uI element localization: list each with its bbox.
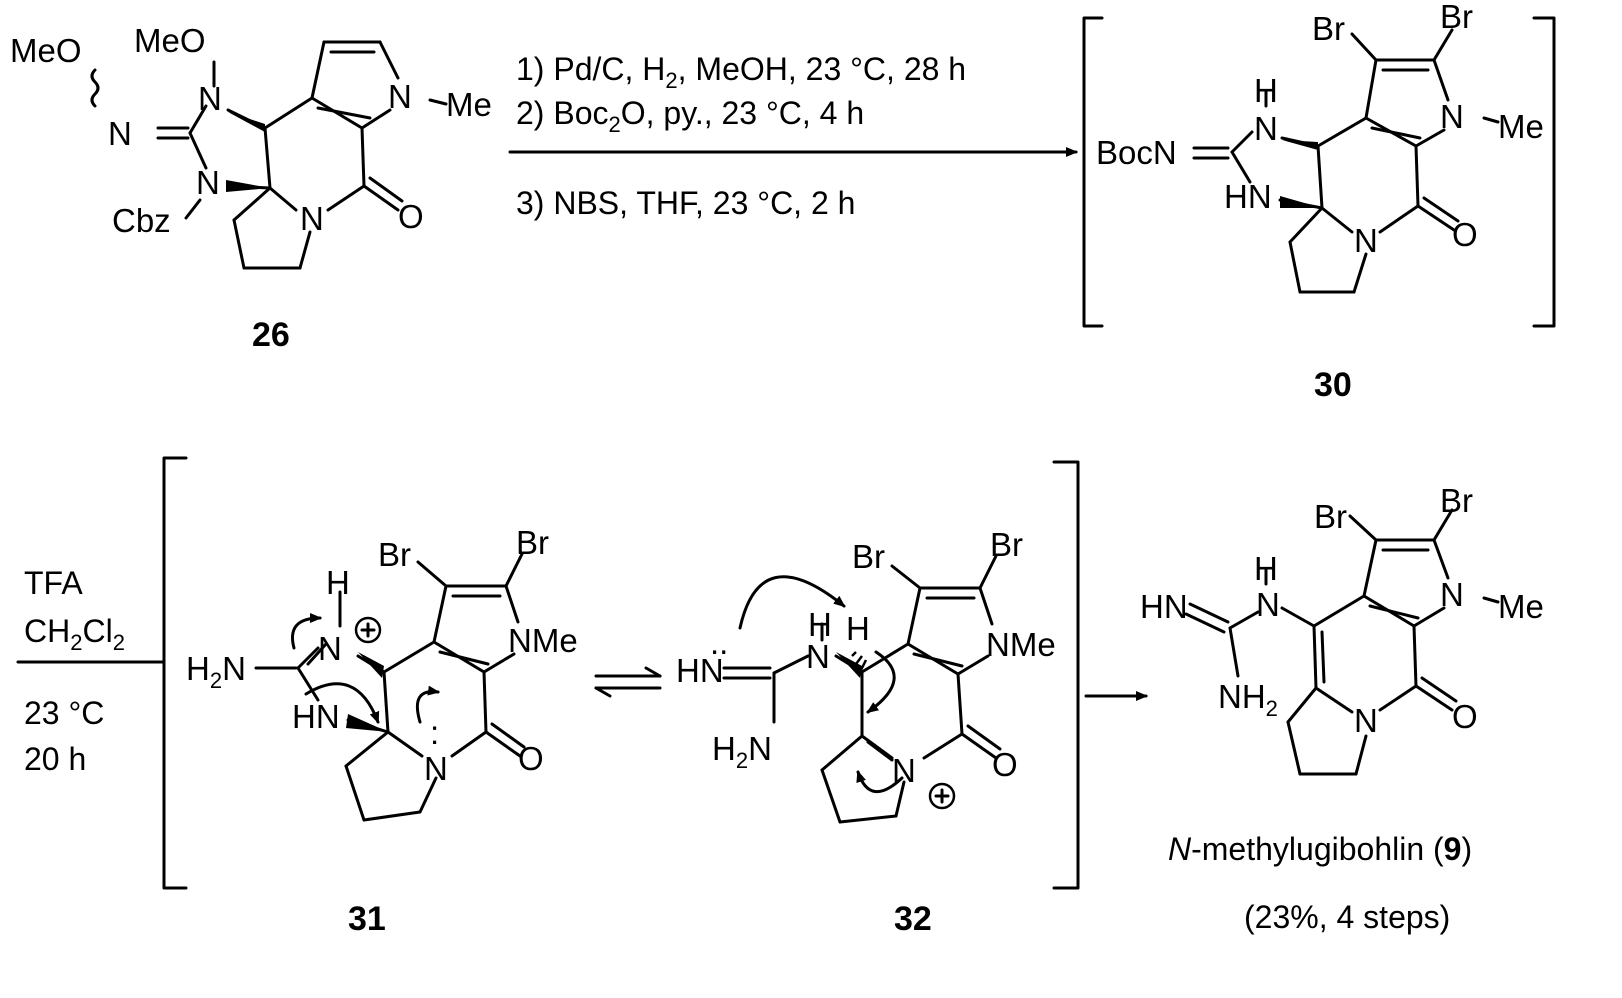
atom-label: BocN (1096, 134, 1177, 171)
atom-label: Cbz (112, 202, 171, 239)
atom-label: N (1254, 110, 1278, 147)
atom-label: N (388, 78, 412, 115)
atom-label: Br (1314, 498, 1347, 535)
atom-label: H (846, 610, 870, 647)
atom-label: Me (1498, 108, 1544, 145)
atom-label: N (196, 164, 220, 201)
atom-label: H2N (712, 730, 772, 773)
atom-label: N (806, 638, 830, 675)
atom-label: N (892, 752, 916, 789)
condition-time: 20 h (24, 741, 86, 777)
atom-label: Br (990, 526, 1023, 563)
reagent-solvent: CH2Cl2 (24, 613, 125, 655)
atom-label: NMe (508, 622, 578, 659)
atom-label: H (326, 564, 350, 601)
atom-label: Br (378, 536, 411, 573)
arrow-pushing-31 (291, 613, 440, 724)
atom-label: Me (1498, 588, 1544, 625)
atom-label: O (1452, 698, 1478, 735)
reaction-conditions-2: TFA CH2Cl2 23 °C 20 h (16, 565, 166, 777)
atom-label: H (1254, 550, 1278, 587)
atom-label: NH2 (1218, 678, 1278, 721)
atom-label: Br (516, 524, 549, 561)
compound-32: Br Br .. HN H N H H2N NMe N O 32 (676, 526, 1056, 938)
compound-9-bonds (1184, 508, 1500, 776)
atom-label: N (1354, 702, 1378, 739)
atom-label: N (1440, 98, 1464, 135)
positive-charge-icon (928, 782, 956, 810)
atom-label: O (992, 746, 1018, 783)
atom-label: HN (1140, 588, 1188, 625)
atom-label: Br (1312, 10, 1345, 47)
arrow-pushing-32 (738, 575, 904, 794)
atom-label: Me (446, 86, 492, 123)
atom-label: N (424, 750, 448, 787)
lone-pair: .. (710, 624, 728, 661)
atom-label: N (1354, 222, 1378, 259)
atom-label: Br (852, 538, 885, 575)
atom-label: O (1452, 216, 1478, 253)
compound-name: N-methylugibohlin (9) (1168, 831, 1472, 867)
atom-label: MeO (134, 22, 206, 59)
atom-label: N (300, 200, 324, 237)
lone-pair: : (430, 714, 439, 751)
compound-number: 30 (1314, 366, 1352, 404)
atom-label: O (398, 198, 424, 235)
atom-label: H (1254, 72, 1278, 109)
compound-26-bonds (90, 40, 448, 270)
atom-label: H2N (186, 650, 246, 693)
atom-label: H (808, 606, 832, 643)
atom-label: HN (1224, 178, 1272, 215)
equilibrium-arrow (594, 666, 662, 698)
atom-label: N (1256, 586, 1280, 623)
compound-30: Br Br H N BocN HN N Me N O 30 (1082, 0, 1556, 404)
yield-label: (23%, 4 steps) (1244, 899, 1450, 935)
condition-line-2: 2) Boc2O, py., 23 °C, 4 h (516, 95, 864, 137)
atom-label: HN (292, 698, 340, 735)
bracket-31-32 (162, 456, 1080, 890)
compound-number: 32 (894, 900, 932, 938)
atom-label: MeO (10, 32, 82, 69)
compound-31: Br Br H N H2N HN NMe N : O 31 (186, 524, 578, 938)
compound-26: MeO MeO N N N Cbz N Me N O 26 (10, 22, 492, 354)
compound-number: 31 (348, 900, 386, 938)
atom-label: N (198, 80, 222, 117)
atom-label: Br (1440, 482, 1473, 519)
compound-30-bonds (1192, 28, 1500, 294)
compound-9: Br Br H HN N NH2 N Me N O N-methylugiboh… (1140, 482, 1544, 935)
atom-label: N (318, 630, 342, 667)
bracket-30 (1082, 16, 1556, 328)
atom-label: N (1440, 576, 1464, 613)
condition-line-3: 3) NBS, THF, 23 °C, 2 h (516, 185, 855, 221)
positive-charge-icon (354, 616, 382, 644)
atom-label: NMe (986, 626, 1056, 663)
reagent-tfa: TFA (24, 565, 83, 601)
compound-number: 26 (252, 316, 290, 354)
compound-31-bonds (254, 552, 526, 822)
atom-label: Br (1440, 0, 1473, 35)
atom-label: N (108, 115, 132, 152)
condition-temp: 23 °C (24, 695, 104, 731)
condition-line-1: 1) Pd/C, H2, MeOH, 23 °C, 28 h (516, 51, 966, 93)
wavy-bond (90, 68, 100, 108)
atom-label: HN (676, 652, 724, 689)
atom-label: O (518, 740, 544, 777)
reaction-arrow-1: 1) Pd/C, H2, MeOH, 23 °C, 28 h 2) Boc2O,… (508, 51, 1078, 221)
